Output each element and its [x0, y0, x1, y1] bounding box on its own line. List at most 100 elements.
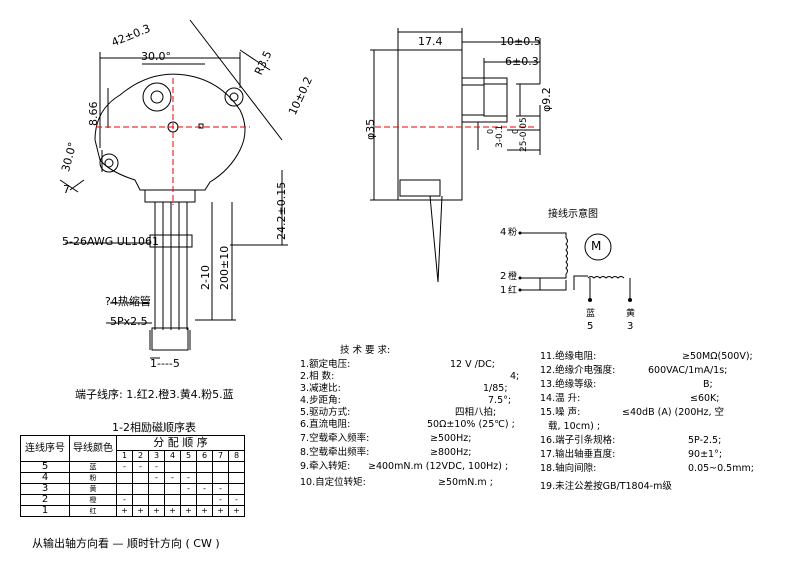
- connector-body: [151, 327, 189, 351]
- spec-value: ≥400mN.m (12VDC, 100Hz) ;: [368, 461, 509, 472]
- spec-label: 15.噪 声:: [540, 407, 581, 418]
- step-header: 1: [116, 450, 133, 462]
- row-cell: -: [180, 483, 197, 495]
- spec-value: ≤60K;: [690, 393, 720, 404]
- spec-label: 10.自定位转矩:: [300, 477, 366, 488]
- spec-value: ≥500Hz;: [430, 433, 472, 444]
- col-group-header: 分 配 顺 序: [116, 435, 245, 451]
- spec-label: 12.绝缘介电强度:: [540, 365, 616, 376]
- spec-value: 600VAC/1mA/1s;: [648, 365, 728, 376]
- dim-24-2: 24.2±0.15: [275, 181, 288, 240]
- spec-value: 5P-2.5;: [688, 435, 722, 446]
- dim-7: 7: [63, 183, 70, 196]
- right-mount-hole: [224, 87, 244, 107]
- table-row: 5 蓝 - - -: [20, 461, 245, 473]
- row-seq: 1: [20, 505, 70, 517]
- coil-upper-lead: [520, 232, 567, 238]
- table-row: 2 橙 - - -: [20, 494, 245, 506]
- left-mount-hole: [99, 153, 119, 173]
- row-color: 黄: [69, 483, 117, 495]
- table-row: 3 黄 - - -: [20, 483, 245, 495]
- spec-label: 18.轴向间隙:: [540, 463, 597, 474]
- spec-label: 2.相 数:: [300, 371, 335, 382]
- row-cell: -: [116, 461, 133, 473]
- spec-label: 19.未注公差按GB/T1804-m级: [540, 481, 672, 492]
- spec-label: 7.空载牵入频率:: [300, 433, 370, 444]
- row-cell: +: [164, 505, 181, 517]
- wire-color-4: 粉: [508, 228, 518, 238]
- dim-25-upper-tol: 0: [511, 128, 520, 134]
- row-cell: [212, 472, 229, 484]
- sleeve-label: ?4热缩管: [105, 295, 151, 308]
- row-seq: 4: [20, 472, 70, 484]
- wire-exit-block: [144, 189, 196, 203]
- row-cell: [164, 483, 181, 495]
- sequence-table: 连线序号 导线颜色 分 配 顺 序 1 2 3 4 5 6 7 8 5 蓝 - …: [20, 435, 245, 517]
- row-cell: [116, 472, 133, 484]
- wire-spec-label: 5-26AWG UL1061: [62, 235, 159, 248]
- dim-3-upper-tol: 0: [486, 128, 495, 134]
- table-row: 4 粉 - - -: [20, 472, 245, 484]
- wire-color-3: 黄: [626, 309, 636, 319]
- row-cell: [196, 494, 213, 506]
- dim-10-0-5: 10±0.5: [500, 35, 541, 48]
- row-cell: [196, 461, 213, 473]
- spec-value: ≥50MΩ(500V);: [682, 351, 753, 362]
- side-wire: [429, 195, 443, 283]
- col-color-header: 导线颜色: [69, 435, 117, 462]
- row-color: 红: [69, 505, 117, 517]
- row-cell: [164, 461, 181, 473]
- step-header: 7: [212, 450, 229, 462]
- spec-value: B;: [703, 379, 713, 390]
- wire-num-2: 2: [500, 271, 507, 282]
- coil-upper: [565, 237, 568, 275]
- spec-label: 14.温 升:: [540, 393, 581, 404]
- wire-num-1: 1: [500, 285, 507, 296]
- wire-num-5: 5: [587, 321, 594, 332]
- wire-num-3: 3: [627, 321, 634, 332]
- dim-30-deg-top: 30.0°: [141, 50, 171, 63]
- row-cell: [180, 461, 197, 473]
- row-cell: [132, 472, 149, 484]
- spec-label: 11.绝缘电阻:: [540, 351, 597, 362]
- row-color: 橙: [69, 494, 117, 506]
- gear-boss: [142, 82, 172, 112]
- row-cell: [228, 461, 245, 473]
- side-body: [397, 49, 463, 201]
- step-header: 8: [228, 450, 245, 462]
- dim-2-10: 2-10: [199, 265, 212, 290]
- dim-3: 3-0.1: [495, 124, 505, 148]
- step-header: 5: [180, 450, 197, 462]
- row-cell: -: [148, 461, 165, 473]
- dim-phi-9-2: φ9.2: [540, 87, 553, 112]
- spec-value: 0.05~0.5mm;: [688, 463, 754, 474]
- row-seq: 2: [20, 494, 70, 506]
- row-cell: -: [212, 494, 229, 506]
- wire-num-4: 4: [500, 227, 507, 238]
- spec-label: 6.直流电阻:: [300, 419, 351, 430]
- step-header: 4: [164, 450, 181, 462]
- spec-value: 四相八拍;: [455, 407, 497, 418]
- motor-symbol: M: [591, 239, 602, 253]
- spec-label: 1.额定电压:: [300, 359, 351, 370]
- row-cell: -: [228, 494, 245, 506]
- row-cell: +: [132, 505, 149, 517]
- spec-label: 4.步距角:: [300, 395, 341, 406]
- wire-color-1: 红: [508, 286, 518, 296]
- row-cell: -: [212, 483, 229, 495]
- table-row: 1 红 + + + + + + + +: [20, 505, 245, 517]
- sequence-table-title: 1-2相励磁顺序表: [112, 421, 196, 434]
- side-wire-exit: [399, 179, 441, 197]
- wiring-title: 接线示意图: [548, 209, 598, 220]
- spec-value: 12 V /DC;: [450, 359, 495, 370]
- terminal-order: 端子线序: 1.红2.橙3.黄4.粉5.蓝: [75, 388, 234, 401]
- row-cell: +: [212, 505, 229, 517]
- coil-lower: [587, 276, 625, 279]
- dim-8-66: 8.66: [87, 101, 100, 127]
- row-cell: -: [148, 472, 165, 484]
- step-header: 2: [132, 450, 149, 462]
- row-cell: [116, 483, 133, 495]
- row-cell: [132, 483, 149, 495]
- dim-17-4: 17.4: [418, 35, 443, 48]
- row-cell: [148, 483, 165, 495]
